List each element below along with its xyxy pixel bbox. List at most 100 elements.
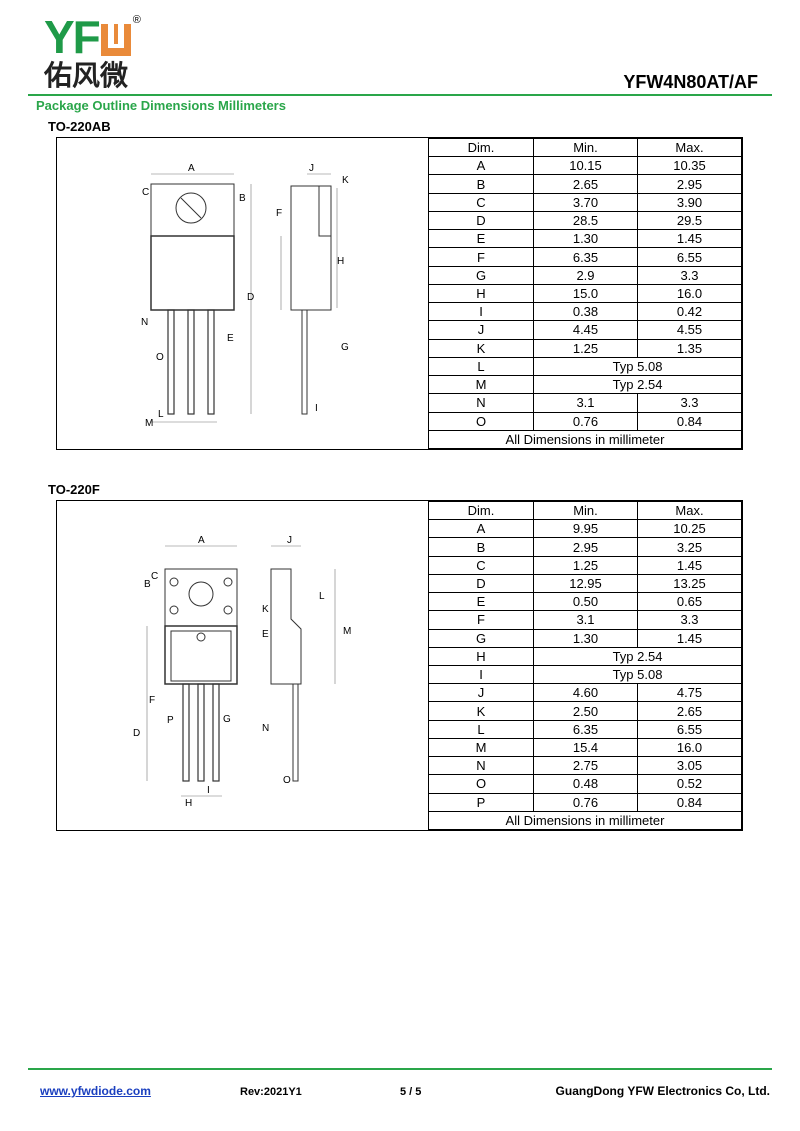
dim-label: N — [262, 723, 269, 734]
table-cell: B — [428, 537, 534, 557]
table-cell: 15.0 — [533, 283, 638, 304]
table-cell: 10.35 — [637, 156, 742, 176]
dim-label: A — [188, 163, 195, 174]
table-cell: 1.25 — [533, 338, 638, 358]
table-cell: 2.65 — [637, 701, 742, 721]
package-box-to220f: A B C D E F G H I J K L M N O P Dim.Min.… — [56, 500, 743, 831]
table-cell: D — [428, 573, 534, 594]
table-cell: G — [428, 265, 534, 285]
table-cell: 4.60 — [533, 683, 638, 703]
table-cell: 1.35 — [637, 338, 742, 358]
table-cell: 0.50 — [533, 592, 638, 612]
table-cell: 3.3 — [637, 393, 742, 413]
table-cell: 1.45 — [637, 229, 742, 249]
table-cell: 6.55 — [637, 719, 742, 739]
logo-u-mark — [100, 24, 131, 56]
table-cell: 1.25 — [533, 555, 638, 575]
dim-label: M — [145, 418, 153, 429]
company-logo: YF ® 佑风微 — [44, 11, 141, 92]
table-cell: 3.05 — [637, 756, 742, 776]
dim-label: M — [343, 626, 351, 637]
dim-label: L — [319, 591, 325, 602]
table-cell: K — [428, 701, 534, 721]
dim-label: D — [133, 728, 140, 739]
table-cell: Dim. — [428, 137, 534, 158]
table-cell: 2.9 — [533, 265, 638, 285]
dim-label: G — [223, 714, 231, 725]
table-cell: 3.90 — [637, 192, 742, 212]
page-number: 5 / 5 — [400, 1086, 422, 1098]
section-title: Package Outline Dimensions Millimeters — [36, 98, 286, 113]
table-header-row: Dim.Min.Max. — [428, 137, 742, 158]
website-link[interactable]: www.yfwdiode.com — [40, 1084, 151, 1098]
table-cell: 6.35 — [533, 719, 638, 739]
table-cell: 3.70 — [533, 192, 638, 212]
table-cell: L — [428, 719, 534, 739]
dim-label: E — [262, 629, 269, 640]
dim-label: N — [141, 317, 148, 328]
table-cell: B — [428, 174, 534, 194]
dim-label: C — [151, 571, 158, 582]
table-cell: G — [428, 628, 534, 648]
table-cell: 9.95 — [533, 519, 638, 539]
logo-chinese: 佑风微 — [44, 59, 129, 92]
table-cell: 0.76 — [533, 792, 638, 812]
dim-label: A — [198, 535, 205, 546]
table-cell: Typ 5.08 — [533, 356, 742, 377]
dim-label: G — [341, 342, 349, 353]
table-cell: A — [428, 519, 534, 539]
table-cell: A — [428, 156, 534, 176]
table-footer-row: All Dimensions in millimeter — [428, 429, 742, 450]
table-cell: 0.65 — [637, 592, 742, 612]
table-cell: N — [428, 393, 534, 413]
table-header-row: Dim.Min.Max. — [428, 500, 742, 521]
table-cell: All Dimensions in millimeter — [428, 429, 742, 450]
table-cell: 6.55 — [637, 247, 742, 267]
table-cell: 28.5 — [533, 210, 638, 231]
table-cell: Max. — [637, 500, 742, 521]
table-cell: Typ 2.54 — [533, 646, 742, 666]
dim-label: H — [337, 256, 344, 267]
table-cell: Min. — [533, 137, 638, 158]
dim-label: K — [342, 175, 349, 186]
table-cell: 3.25 — [637, 537, 742, 557]
table-cell: 1.30 — [533, 229, 638, 249]
table-cell: 10.25 — [637, 519, 742, 539]
dim-label: O — [283, 775, 291, 786]
dim-label: J — [309, 163, 314, 174]
table-cell: J — [428, 320, 534, 340]
to220f-drawing: A B C D E F G H I J K L M N O P — [133, 535, 351, 809]
table-cell: 4.55 — [637, 320, 742, 340]
table-cell: 4.45 — [533, 320, 638, 340]
table-cell: Typ 5.08 — [533, 664, 742, 685]
table-cell: I — [428, 302, 534, 322]
dim-label: E — [227, 333, 234, 344]
table-cell: 29.5 — [637, 210, 742, 231]
table-cell: 2.50 — [533, 701, 638, 721]
dim-label: H — [185, 798, 192, 809]
table-cell: D — [428, 210, 534, 231]
table-cell: 15.4 — [533, 737, 638, 758]
package-box-to220ab: A B C D E F G H I J K L M N O Dim.Min.Ma… — [56, 137, 743, 450]
dim-label: P — [167, 715, 174, 726]
